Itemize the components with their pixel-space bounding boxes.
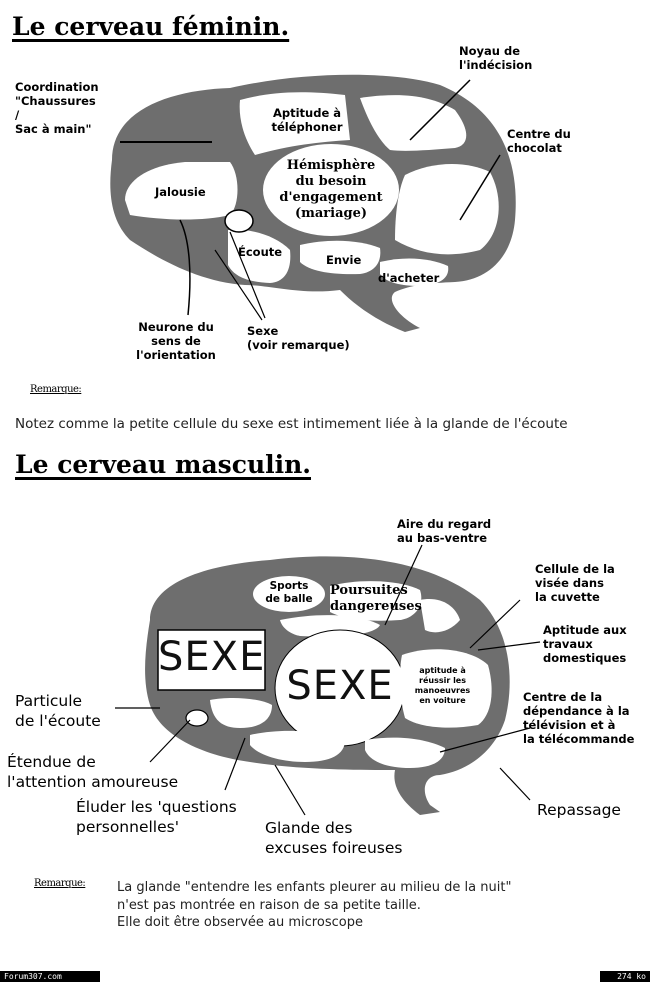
label-ecoute: Écoute <box>238 245 283 259</box>
label-dependance-television: Centre de la dépendance à la télévision … <box>523 690 635 746</box>
footer-site-bar: Forum307.com <box>0 971 100 982</box>
label-coordination: Coordination "Chaussures / Sac à main" <box>15 80 99 136</box>
label-jalousie: Jalousie <box>155 185 206 199</box>
label-aptitude-telephoner: Aptitude à téléphoner <box>271 106 343 134</box>
label-noyau-indecision: Noyau de l'indécision <box>459 44 533 72</box>
label-acheter: d'acheter <box>378 271 440 285</box>
label-glande-excuses: Glande des excuses foireuses <box>265 819 403 857</box>
female-brain-illustration <box>110 74 516 332</box>
label-envie: Envie <box>326 253 362 267</box>
label-hemisphere-engagement: Hémisphère du besoin d'engagement (maria… <box>279 158 383 221</box>
label-poursuites-dangereuses: Poursuites dangereuses <box>330 583 422 614</box>
footer-size-bar: 274 ko <box>600 971 650 982</box>
label-sexe-female: Sexe (voir remarque) <box>247 324 350 352</box>
label-etendue-attention: Étendue de l'attention amoureuse <box>7 753 179 791</box>
label-neurone-orientation: Neurone du sens de l'orientation <box>136 320 216 362</box>
remark-label-male: Remarque: <box>34 878 86 889</box>
remark-text-female: Notez comme la petite cellule du sexe es… <box>15 416 568 432</box>
label-aire-regard: Aire du regard au bas-ventre <box>397 517 492 545</box>
label-particule-ecoute: Particule de l'écoute <box>15 692 101 730</box>
remark-text-male: La glande "entendre les enfants pleurer … <box>117 880 512 930</box>
remark-label-female: Remarque: <box>30 384 82 395</box>
label-repassage: Repassage <box>537 801 621 819</box>
label-cellule-visee: Cellule de la visée dans la cuvette <box>535 562 615 604</box>
label-aptitude-voiture: aptitude à réussir les manoeuvres en voi… <box>414 666 471 705</box>
title-male-brain: Le cerveau masculin. <box>15 450 311 479</box>
label-centre-chocolat: Centre du chocolat <box>507 127 571 155</box>
sexe-box-small: SEXE <box>158 634 266 680</box>
label-eluder-questions: Éluder les 'questions personnelles' <box>76 798 237 836</box>
sexe-circle-big: SEXE <box>286 663 394 709</box>
label-travaux-domestiques: Aptitude aux travaux domestiques <box>543 623 627 665</box>
label-sports-balle: Sports de balle <box>265 580 313 605</box>
title-female-brain: Le cerveau féminin. <box>12 12 290 41</box>
